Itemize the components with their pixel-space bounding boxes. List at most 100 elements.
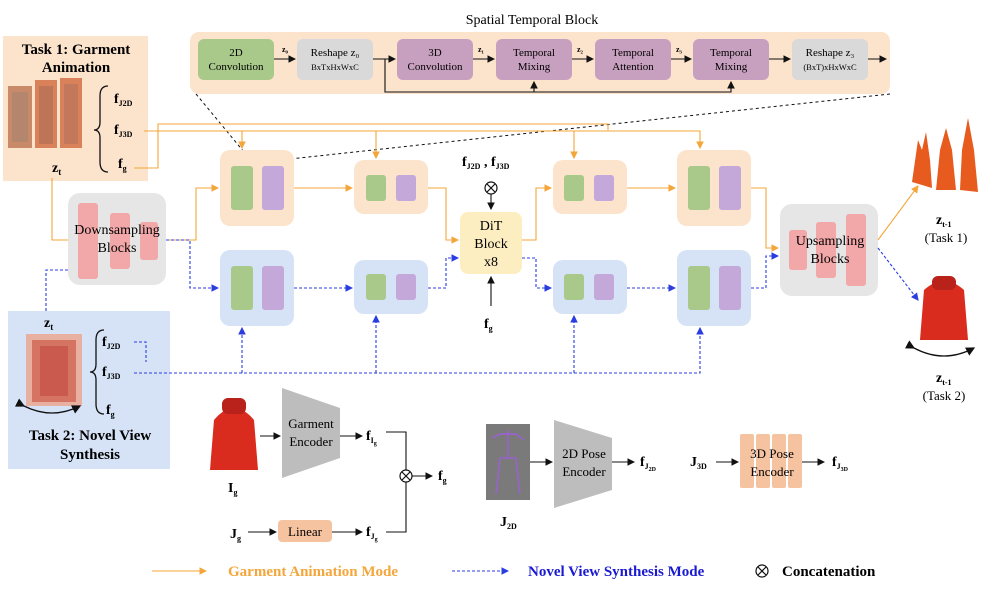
legend-novel-view: Novel View Synthesis Mode xyxy=(528,564,705,580)
pose3d-encoder-section: J3D 3D Pose Encoder fJ3D xyxy=(690,434,849,488)
svg-text:fg: fg xyxy=(118,157,127,173)
pose2d-encoder-block xyxy=(554,420,612,508)
garment-encoder-block xyxy=(282,388,340,478)
svg-text:fJ2D: fJ2D xyxy=(114,92,133,108)
svg-text:Synthesis: Synthesis xyxy=(60,447,120,463)
svg-text:Upsampling: Upsampling xyxy=(796,234,864,249)
svg-text:zt: zt xyxy=(44,316,53,332)
legend-concat: Concatenation xyxy=(782,564,876,580)
svg-text:fg: fg xyxy=(438,469,447,485)
animated-pants-image xyxy=(912,118,978,192)
svg-text:Reshape z₃: Reshape z₃ xyxy=(806,47,855,59)
svg-text:Mixing: Mixing xyxy=(518,61,551,73)
svg-text:2D: 2D xyxy=(229,47,243,59)
task1-title-line2: Animation xyxy=(42,60,111,76)
svg-text:z₂: z₂ xyxy=(577,45,584,54)
svg-text:zt-1: zt-1 xyxy=(936,371,952,387)
svg-text:(BxT)xHxWxC: (BxT)xHxWxC xyxy=(803,62,857,72)
spatial-temporal-block: Spatial Temporal Block 2D Convolution Re… xyxy=(190,13,891,160)
task1-panel: Task 1: Garment Animation zt fJ2D fJ3D f… xyxy=(3,36,148,181)
reshape0-box: Reshape z₀ BxTxHxWxC xyxy=(297,39,373,80)
svg-text:Jg: Jg xyxy=(230,527,241,543)
concat-icon xyxy=(755,564,769,578)
legend-animation: Garment Animation Mode xyxy=(228,564,398,580)
svg-text:J3D: J3D xyxy=(690,455,707,471)
svg-text:z₃: z₃ xyxy=(676,45,683,54)
svg-text:z₁: z₁ xyxy=(478,45,485,54)
svg-text:Temporal: Temporal xyxy=(710,47,752,59)
svg-text:z₀: z₀ xyxy=(282,45,289,54)
svg-text:Encoder: Encoder xyxy=(750,464,794,479)
svg-text:zt-1: zt-1 xyxy=(936,213,952,229)
svg-text:Mixing: Mixing xyxy=(715,61,748,73)
svg-text:Task 2: Novel View: Task 2: Novel View xyxy=(29,428,152,444)
svg-text:Garment: Garment xyxy=(288,416,334,431)
noisy-hoodie-image xyxy=(26,334,82,406)
svg-text:x8: x8 xyxy=(484,255,498,270)
legend: Garment Animation Mode Novel View Synthe… xyxy=(152,564,876,580)
concat-icon xyxy=(484,181,498,195)
svg-text:Block: Block xyxy=(474,237,507,252)
svg-text:J2D: J2D xyxy=(500,515,517,531)
stb-edge-labels: z₀ z₁ z₂ z₃ xyxy=(282,45,683,54)
svg-text:Linear: Linear xyxy=(288,524,323,539)
stb-arrows xyxy=(274,55,888,93)
svg-text:fg: fg xyxy=(484,317,493,333)
rotate-arrow-icon xyxy=(904,340,976,357)
svg-text:Downsampling: Downsampling xyxy=(74,223,160,238)
output-task1: zt-1 (Task 1) xyxy=(912,118,978,245)
svg-text:fJ3D: fJ3D xyxy=(114,123,133,139)
svg-text:(Task 1): (Task 1) xyxy=(925,230,968,245)
svg-text:fIg: fIg xyxy=(366,429,377,447)
rotate-arrow-icon xyxy=(14,398,82,414)
stb-title: Spatial Temporal Block xyxy=(466,13,599,28)
garment-noise-frames-image xyxy=(8,78,82,148)
blue-unet-blocks xyxy=(220,250,751,326)
svg-text:fJ2D , fJ3D: fJ2D , fJ3D xyxy=(462,155,510,171)
svg-text:Attention: Attention xyxy=(612,61,654,73)
svg-text:Reshape z₀: Reshape z₀ xyxy=(311,47,360,59)
linear-block xyxy=(278,520,332,542)
svg-text:Temporal: Temporal xyxy=(612,47,654,59)
svg-text:zt: zt xyxy=(52,161,61,177)
concat-icon xyxy=(399,469,413,483)
svg-text:3D: 3D xyxy=(428,47,442,59)
reshape3-box: Reshape z₃ (BxT)xHxWxC xyxy=(792,39,868,80)
red-hoodie-image xyxy=(920,276,968,340)
temporal-attention-box: Temporal Attention xyxy=(595,39,671,80)
svg-text:Encoder: Encoder xyxy=(562,464,606,479)
upsampling-blocks: Upsampling Blocks xyxy=(780,204,878,296)
dit-block: DiT Block x8 fJ2D , fJ3D fg xyxy=(460,155,522,333)
svg-text:Convolution: Convolution xyxy=(407,61,463,73)
pose2d-encoder-section: J2D 2D Pose Encoder fJ2D xyxy=(486,420,657,531)
conv3d-box: 3D Convolution xyxy=(397,39,473,80)
novel-view-mode-arrows xyxy=(45,239,919,374)
svg-text:Encoder: Encoder xyxy=(289,434,333,449)
svg-text:Convolution: Convolution xyxy=(208,61,264,73)
svg-text:DiT: DiT xyxy=(480,219,503,234)
svg-text:fJ2D: fJ2D xyxy=(102,335,121,351)
svg-text:BxTxHxWxC: BxTxHxWxC xyxy=(311,62,359,72)
downsampling-blocks: Downsampling Blocks xyxy=(68,193,166,285)
output-task2: zt-1 (Task 2) xyxy=(904,276,976,403)
svg-text:fJ2D: fJ2D xyxy=(640,455,657,473)
task1-title-line1: Task 1: Garment xyxy=(22,42,131,58)
pose3d-encoder-block xyxy=(740,434,802,488)
orange-unet-blocks xyxy=(220,150,751,226)
svg-text:2D Pose: 2D Pose xyxy=(562,446,606,461)
svg-text:Temporal: Temporal xyxy=(513,47,555,59)
svg-text:fJ3D: fJ3D xyxy=(102,365,121,381)
garment-encoder-section: Ig Garment Encoder fIg Jg Linear fJg fg xyxy=(210,388,447,543)
conv2d-box: 2D Convolution xyxy=(198,39,274,80)
task2-panel: zt fJ2D fJ3D fg Task 2: Novel View Synth… xyxy=(8,311,170,469)
svg-text:Ig: Ig xyxy=(228,481,237,497)
skeleton-icon xyxy=(491,430,525,495)
svg-text:fg: fg xyxy=(106,403,115,419)
svg-text:fJg: fJg xyxy=(366,525,378,543)
temporal-mixing-2-box: Temporal Mixing xyxy=(693,39,769,80)
svg-text:Blocks: Blocks xyxy=(98,241,137,256)
temporal-mixing-1-box: Temporal Mixing xyxy=(496,39,572,80)
svg-text:Blocks: Blocks xyxy=(811,252,850,267)
red-hoodie-input-image xyxy=(210,398,258,470)
svg-text:3D Pose: 3D Pose xyxy=(750,446,794,461)
